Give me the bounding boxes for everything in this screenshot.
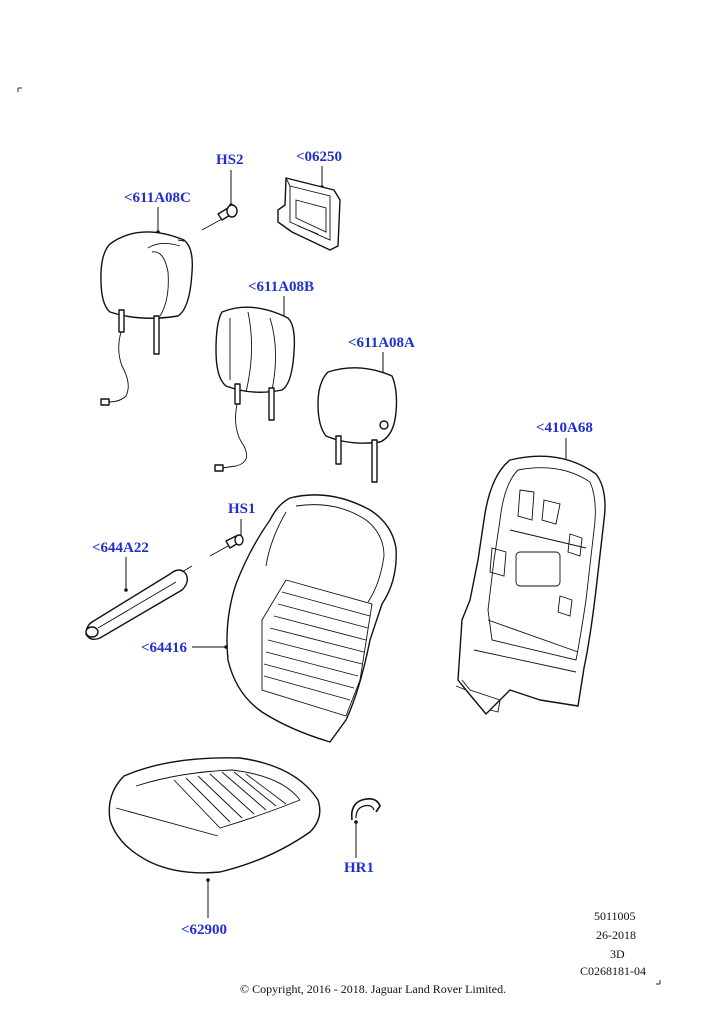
headrest-611a08a-part <box>317 367 398 483</box>
callout-611a08a[interactable]: <611A08A <box>348 335 415 351</box>
headrest-611a08b-part <box>214 306 296 472</box>
callout-64416[interactable]: <64416 <box>141 640 188 656</box>
reference-view: 3D <box>610 947 625 961</box>
callout-611a08c[interactable]: <611A08C <box>124 190 191 206</box>
trim-644a22-part <box>85 565 193 641</box>
callout-410a68[interactable]: <410A68 <box>536 420 593 436</box>
seat-cushion-62900-part <box>108 757 321 874</box>
reference-date: 26-2018 <box>596 928 636 942</box>
callout-644a22[interactable]: <644A22 <box>92 540 149 556</box>
hr1-hog-ring-part <box>350 798 381 821</box>
reference-number: 5011005 <box>594 909 636 923</box>
callout-62900[interactable]: <62900 <box>181 922 228 938</box>
hs1-screw-part <box>209 534 244 557</box>
callout-06250[interactable]: <06250 <box>296 149 343 165</box>
seat-back-frame-410a68-part <box>455 455 606 715</box>
seat-back-cover-64416-part <box>226 494 397 743</box>
callout-611a08b[interactable]: <611A08B <box>248 279 315 295</box>
headrest-611a08c-part <box>100 231 194 406</box>
hs2-screw-part <box>201 204 238 231</box>
callout-hr1[interactable]: HR1 <box>344 860 374 876</box>
callout-hs2[interactable]: HS2 <box>216 152 244 168</box>
reference-code: C0268181-04 <box>580 964 646 978</box>
copyright-notice: © Copyright, 2016 - 2018. Jaguar Land Ro… <box>240 982 507 996</box>
callout-hs1[interactable]: HS1 <box>228 501 256 517</box>
bracket-06250-part <box>277 177 341 251</box>
